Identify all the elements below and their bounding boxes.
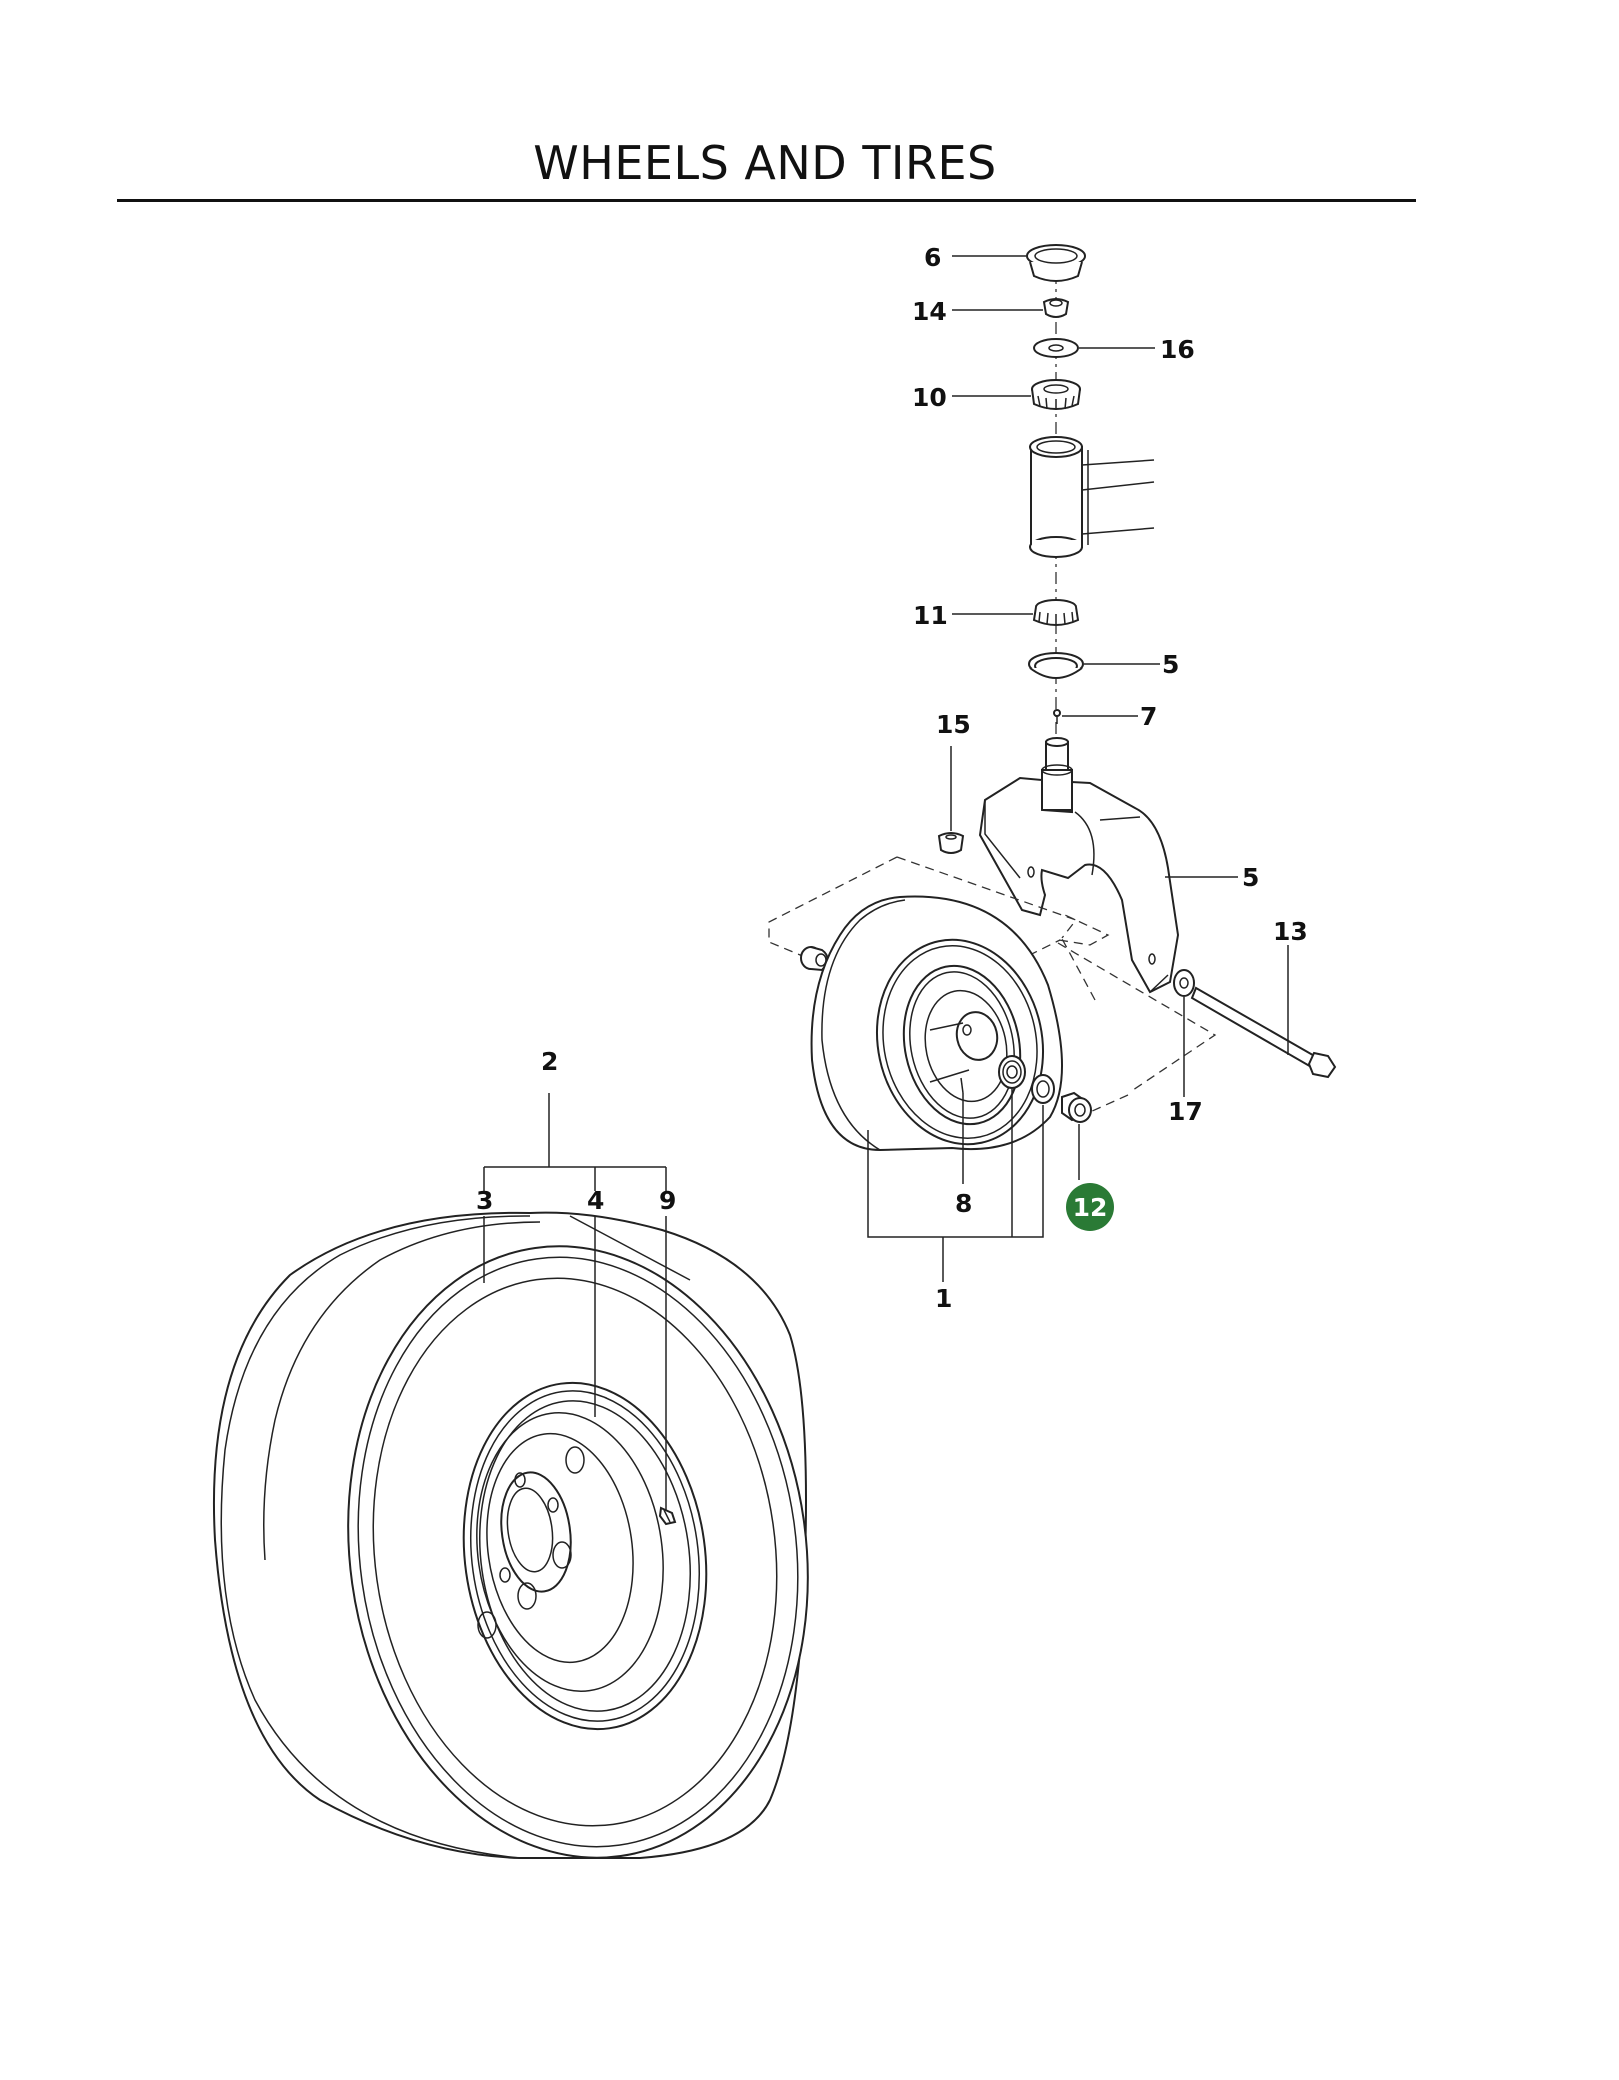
part-11-lower-bearing (1032, 599, 1080, 626)
callout-16: 16 (1160, 335, 1195, 364)
wheel-bearing-2 (1031, 1074, 1055, 1104)
callout-17: 17 (1168, 1097, 1203, 1126)
part-13-axle-bolt (1190, 986, 1337, 1079)
drive-wheel-assembly (212, 1211, 809, 1859)
callout-6: 6 (924, 243, 941, 272)
caster-pivot-tube (1029, 436, 1155, 558)
wheel-bearing-1 (998, 1055, 1026, 1089)
part-16-washer (1033, 338, 1079, 358)
caster-fork (978, 737, 1180, 994)
callout-12-highlight (1066, 1183, 1114, 1231)
part-10-upper-bearing (1031, 379, 1081, 410)
callout-8: 8 (955, 1189, 972, 1218)
callout-labels: 6 14 16 10 11 5 7 15 5 13 17 2 3 4 9 8 1… (476, 243, 1308, 1313)
leader-lines (483, 255, 1289, 1510)
page-title: WHEELS AND TIRES (533, 136, 997, 190)
title-rule (117, 199, 1416, 202)
callout-7: 7 (1140, 702, 1157, 731)
callout-12: 12 (1073, 1193, 1108, 1222)
callout-9: 9 (659, 1186, 676, 1215)
callout-5b: 5 (1242, 863, 1259, 892)
callout-14: 14 (912, 297, 947, 326)
callout-3: 3 (476, 1186, 493, 1215)
part-7-grease-fitting (1053, 709, 1061, 724)
part-6-dust-cap (1026, 244, 1086, 282)
callout-1: 1 (935, 1284, 952, 1313)
part-14-nut (1042, 298, 1070, 318)
caster-wheel-assembly (810, 895, 1063, 1152)
part-5-seal (1028, 652, 1084, 679)
callout-2: 2 (541, 1047, 558, 1076)
part-17-spacer (1173, 969, 1195, 997)
callout-15: 15 (936, 710, 971, 739)
callout-10: 10 (912, 383, 947, 412)
callout-11: 11 (913, 601, 948, 630)
callout-4: 4 (587, 1186, 604, 1215)
callout-5a: 5 (1162, 650, 1179, 679)
part-15-nut (937, 832, 965, 854)
callout-13: 13 (1273, 917, 1308, 946)
part-12-spacer (1061, 1091, 1092, 1123)
